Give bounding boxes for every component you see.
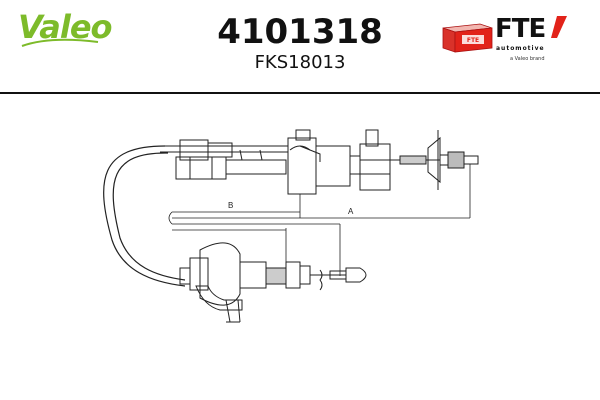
lower-boot-collar bbox=[189, 257, 209, 291]
fte-logo-text: FTE bbox=[495, 14, 568, 44]
upper-thread bbox=[399, 155, 427, 165]
clutch-cable-drawing: B A bbox=[0, 100, 600, 400]
fte-logo: FTE FTE automotive a Valeo brand bbox=[440, 12, 580, 72]
adjuster-cap bbox=[295, 129, 311, 141]
adjuster-nut bbox=[359, 143, 391, 191]
fte-group-label: a Valeo brand bbox=[510, 56, 545, 62]
cable-bend-outer bbox=[103, 145, 186, 287]
upper-spacer bbox=[439, 154, 449, 166]
lower-collar bbox=[285, 261, 301, 289]
lower-spacer bbox=[299, 265, 311, 285]
cable-technical-diagram: B A bbox=[103, 129, 479, 323]
dimension-b-label: B bbox=[228, 201, 233, 210]
part-number: 4101318 bbox=[217, 12, 383, 52]
reference-number: FKS18013 bbox=[254, 52, 346, 73]
lower-end-fitting bbox=[345, 267, 367, 283]
lower-boot bbox=[199, 242, 241, 306]
adjuster-body bbox=[315, 145, 351, 187]
adjuster-ring bbox=[349, 155, 361, 175]
upper-end-pin bbox=[463, 155, 479, 165]
lower-ferrule bbox=[239, 261, 267, 289]
valeo-swoosh-icon bbox=[21, 38, 99, 47]
header: Valeo 4101318 FKS18013 FTE FTE automotiv… bbox=[0, 0, 600, 92]
svg-text:FTE: FTE bbox=[467, 37, 479, 44]
cable-bend-inner bbox=[112, 152, 186, 281]
adjuster-nut-cap bbox=[365, 129, 379, 147]
upper-hex-nut bbox=[447, 151, 465, 169]
upper-tube bbox=[225, 159, 287, 175]
fte-product-box-icon: FTE bbox=[442, 23, 493, 53]
lower-nut bbox=[265, 267, 287, 285]
dimension-a-label: A bbox=[348, 207, 354, 216]
upper-bush bbox=[427, 136, 441, 184]
upper-ferrule-2 bbox=[207, 142, 233, 158]
lower-bracket bbox=[195, 285, 243, 311]
valeo-logo: Valeo bbox=[18, 8, 113, 47]
fte-tagline: automotive bbox=[496, 45, 545, 52]
fte-slash-icon bbox=[551, 16, 568, 38]
lower-sheath-end bbox=[179, 267, 191, 285]
header-divider bbox=[0, 92, 600, 94]
